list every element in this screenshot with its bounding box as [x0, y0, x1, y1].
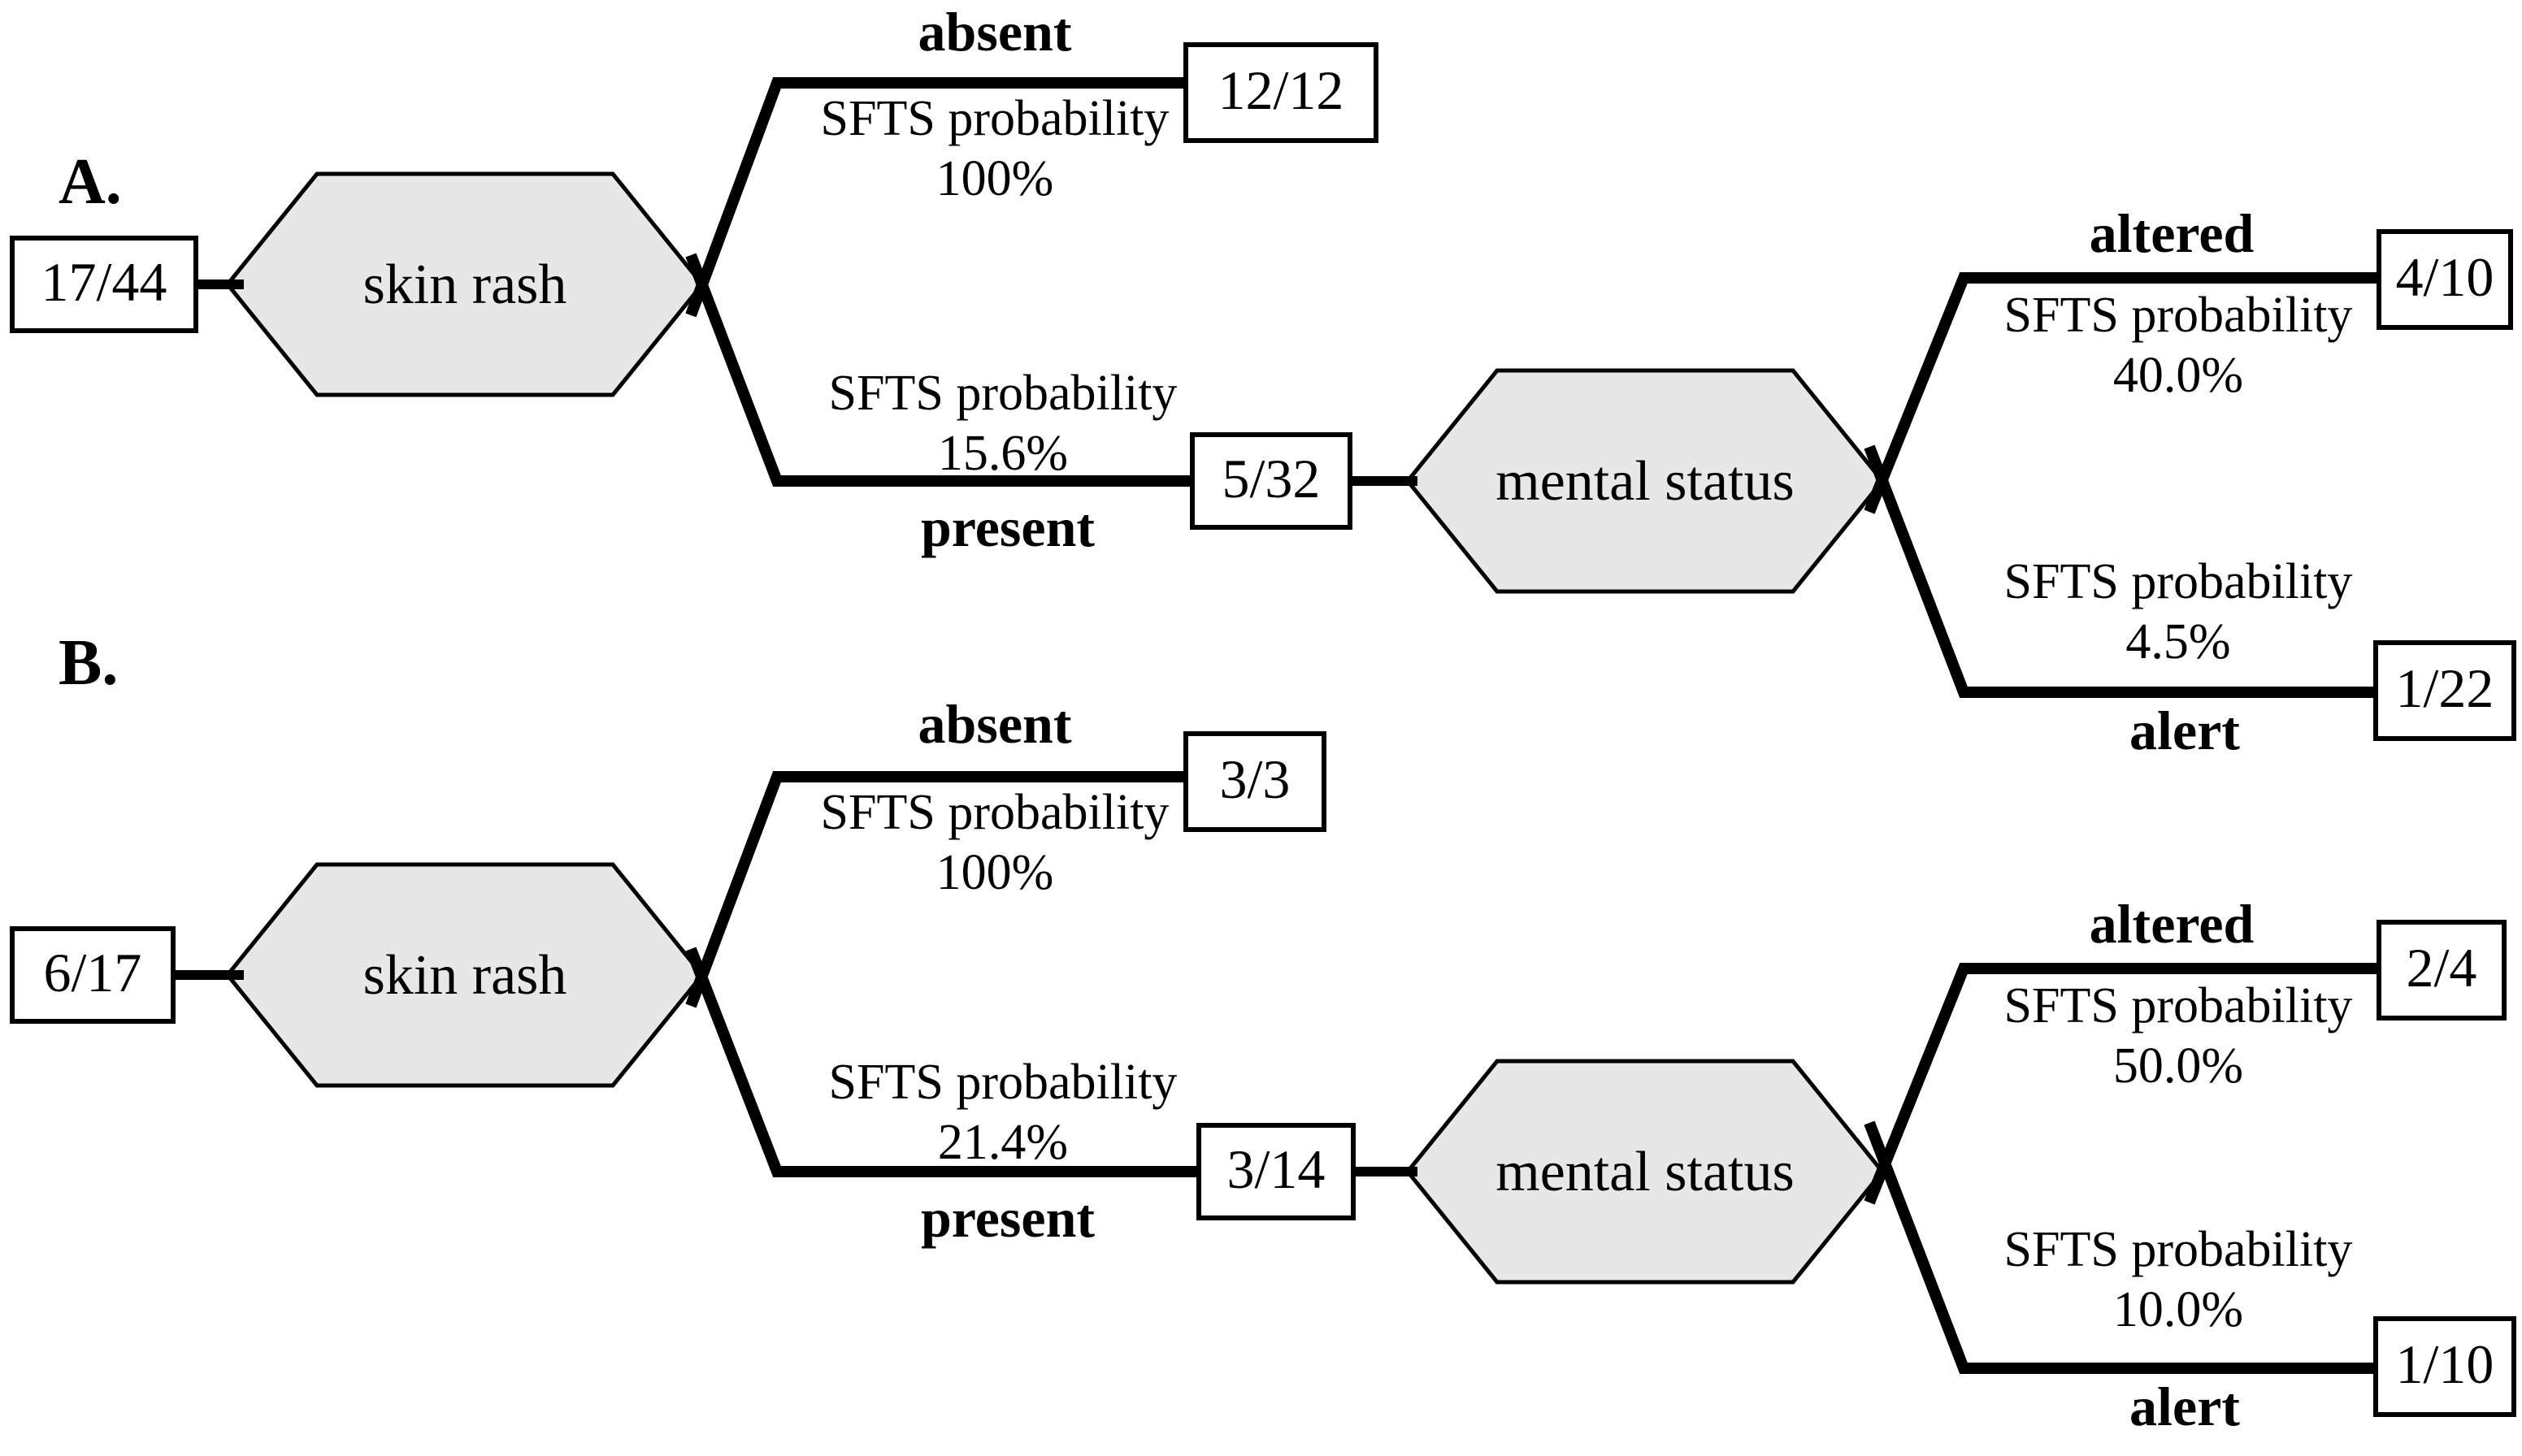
outcome-box-altered-b: 2/4	[2377, 920, 2507, 1020]
outcome-box-alert-a: 1/22	[2373, 640, 2516, 741]
prob-value-altered-b: 50.0%	[2112, 1037, 2244, 1094]
branch-line-absent-a	[685, 77, 1193, 318]
branch-label-alert-b: alert	[2129, 1378, 2240, 1438]
outcome-box-altered-a: 4/10	[2377, 229, 2513, 330]
mental-status-node-label-a: mental status	[1495, 449, 1795, 513]
prob-title-present-b: SFTS probability	[828, 1053, 1178, 1110]
prob-title-alert-a: SFTS probability	[2003, 552, 2353, 609]
prob-title-altered-a: SFTS probability	[2003, 286, 2353, 343]
prob-value-altered-a: 40.0%	[2112, 346, 2244, 403]
branch-label-absent-b: absent	[918, 696, 1072, 756]
outcome-box-absent-b: 3/3	[1183, 731, 1326, 832]
branch-line-alert-a	[1864, 444, 2380, 698]
branch-label-alert-a: alert	[2129, 702, 2240, 762]
branch-line-absent-b	[685, 771, 1190, 1008]
prob-value-absent-b: 100%	[935, 843, 1054, 900]
prob-value-present-b: 21.4%	[937, 1113, 1069, 1170]
branch-label-present-b: present	[920, 1190, 1096, 1250]
branch-line-present-a	[685, 253, 1200, 487]
skin-rash-node-label-a: skin rash	[362, 253, 567, 316]
branch-line-present-b	[685, 947, 1203, 1177]
prob-title-absent-b: SFTS probability	[820, 783, 1170, 840]
prob-title-alert-b: SFTS probability	[2003, 1220, 2353, 1277]
prob-title-absent-a: SFTS probability	[820, 89, 1170, 146]
branch-label-present-a: present	[920, 499, 1096, 559]
outcome-box-present-a: 5/32	[1190, 432, 1352, 530]
prob-title-present-a: SFTS probability	[828, 364, 1178, 421]
branch-line-altered-b	[1864, 963, 2380, 1205]
root-count-box-b: 6/17	[10, 926, 176, 1024]
branch-line-altered-a	[1864, 272, 2380, 514]
prob-value-absent-a: 100%	[935, 150, 1054, 206]
root-count-box-a: 17/44	[10, 236, 198, 333]
prob-value-alert-a: 4.5%	[2125, 613, 2231, 670]
branch-line-alert-b	[1864, 1120, 2380, 1374]
branch-label-absent-a: absent	[918, 3, 1072, 63]
branch-label-altered-b: altered	[2089, 895, 2255, 956]
prob-value-present-a: 15.6%	[937, 424, 1069, 481]
panel-a-label: A.	[59, 145, 122, 218]
mental-status-node-label-b: mental status	[1495, 1140, 1795, 1203]
branch-label-altered-a: altered	[2089, 205, 2255, 265]
outcome-box-absent-a: 12/12	[1183, 42, 1378, 143]
skin-rash-node-label-b: skin rash	[362, 943, 567, 1007]
outcome-box-alert-b: 1/10	[2373, 1316, 2516, 1417]
outcome-box-present-b: 3/14	[1196, 1123, 1356, 1220]
panel-b-label: B.	[59, 626, 119, 699]
prob-title-altered-b: SFTS probability	[2003, 977, 2353, 1034]
prob-value-alert-b: 10.0%	[2112, 1280, 2244, 1337]
